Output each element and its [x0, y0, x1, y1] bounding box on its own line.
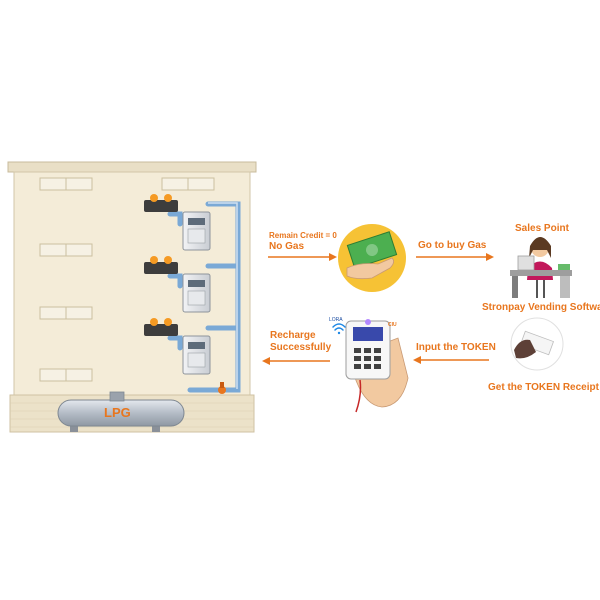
remain-credit-label: Remain Credit = 0: [269, 231, 337, 240]
go-buy-gas-label: Go to buy Gas: [418, 240, 487, 251]
wifi-icon: [332, 323, 346, 335]
cash-payment-icon: [338, 224, 406, 292]
ciu-label: CIU: [388, 322, 397, 328]
flow-arrows: [262, 253, 494, 365]
gas-meter-floor-3: [182, 335, 211, 375]
recharge-label-line1: Recharge: [270, 330, 316, 341]
lora-label: LORA: [329, 317, 343, 323]
sales-point-label: Sales Point: [515, 223, 569, 234]
gas-meter-floor-1: [182, 211, 211, 251]
gas-meter-floor-2: [182, 273, 211, 313]
recharge-label-line2: Successfully: [270, 342, 332, 353]
get-receipt-label: Get the TOKEN Receipt: [488, 382, 599, 393]
lpg-tank: [57, 391, 185, 432]
vending-software-label: Stronpay Vending Software: [482, 302, 600, 313]
stove-floor-2: [144, 256, 178, 274]
sales-point-illustration: [510, 237, 572, 298]
ciu-handheld-device: [345, 319, 409, 413]
gas-pipes: [167, 201, 241, 393]
stove-floor-3: [144, 318, 178, 336]
no-gas-label: No Gas: [269, 241, 305, 252]
valve-icon: [218, 382, 226, 394]
building: [7, 161, 257, 433]
token-receipt-illustration: [510, 317, 564, 371]
tank-label: LPG: [104, 405, 131, 420]
input-token-label: Input the TOKEN: [416, 342, 496, 353]
stove-floor-1: [144, 194, 178, 212]
